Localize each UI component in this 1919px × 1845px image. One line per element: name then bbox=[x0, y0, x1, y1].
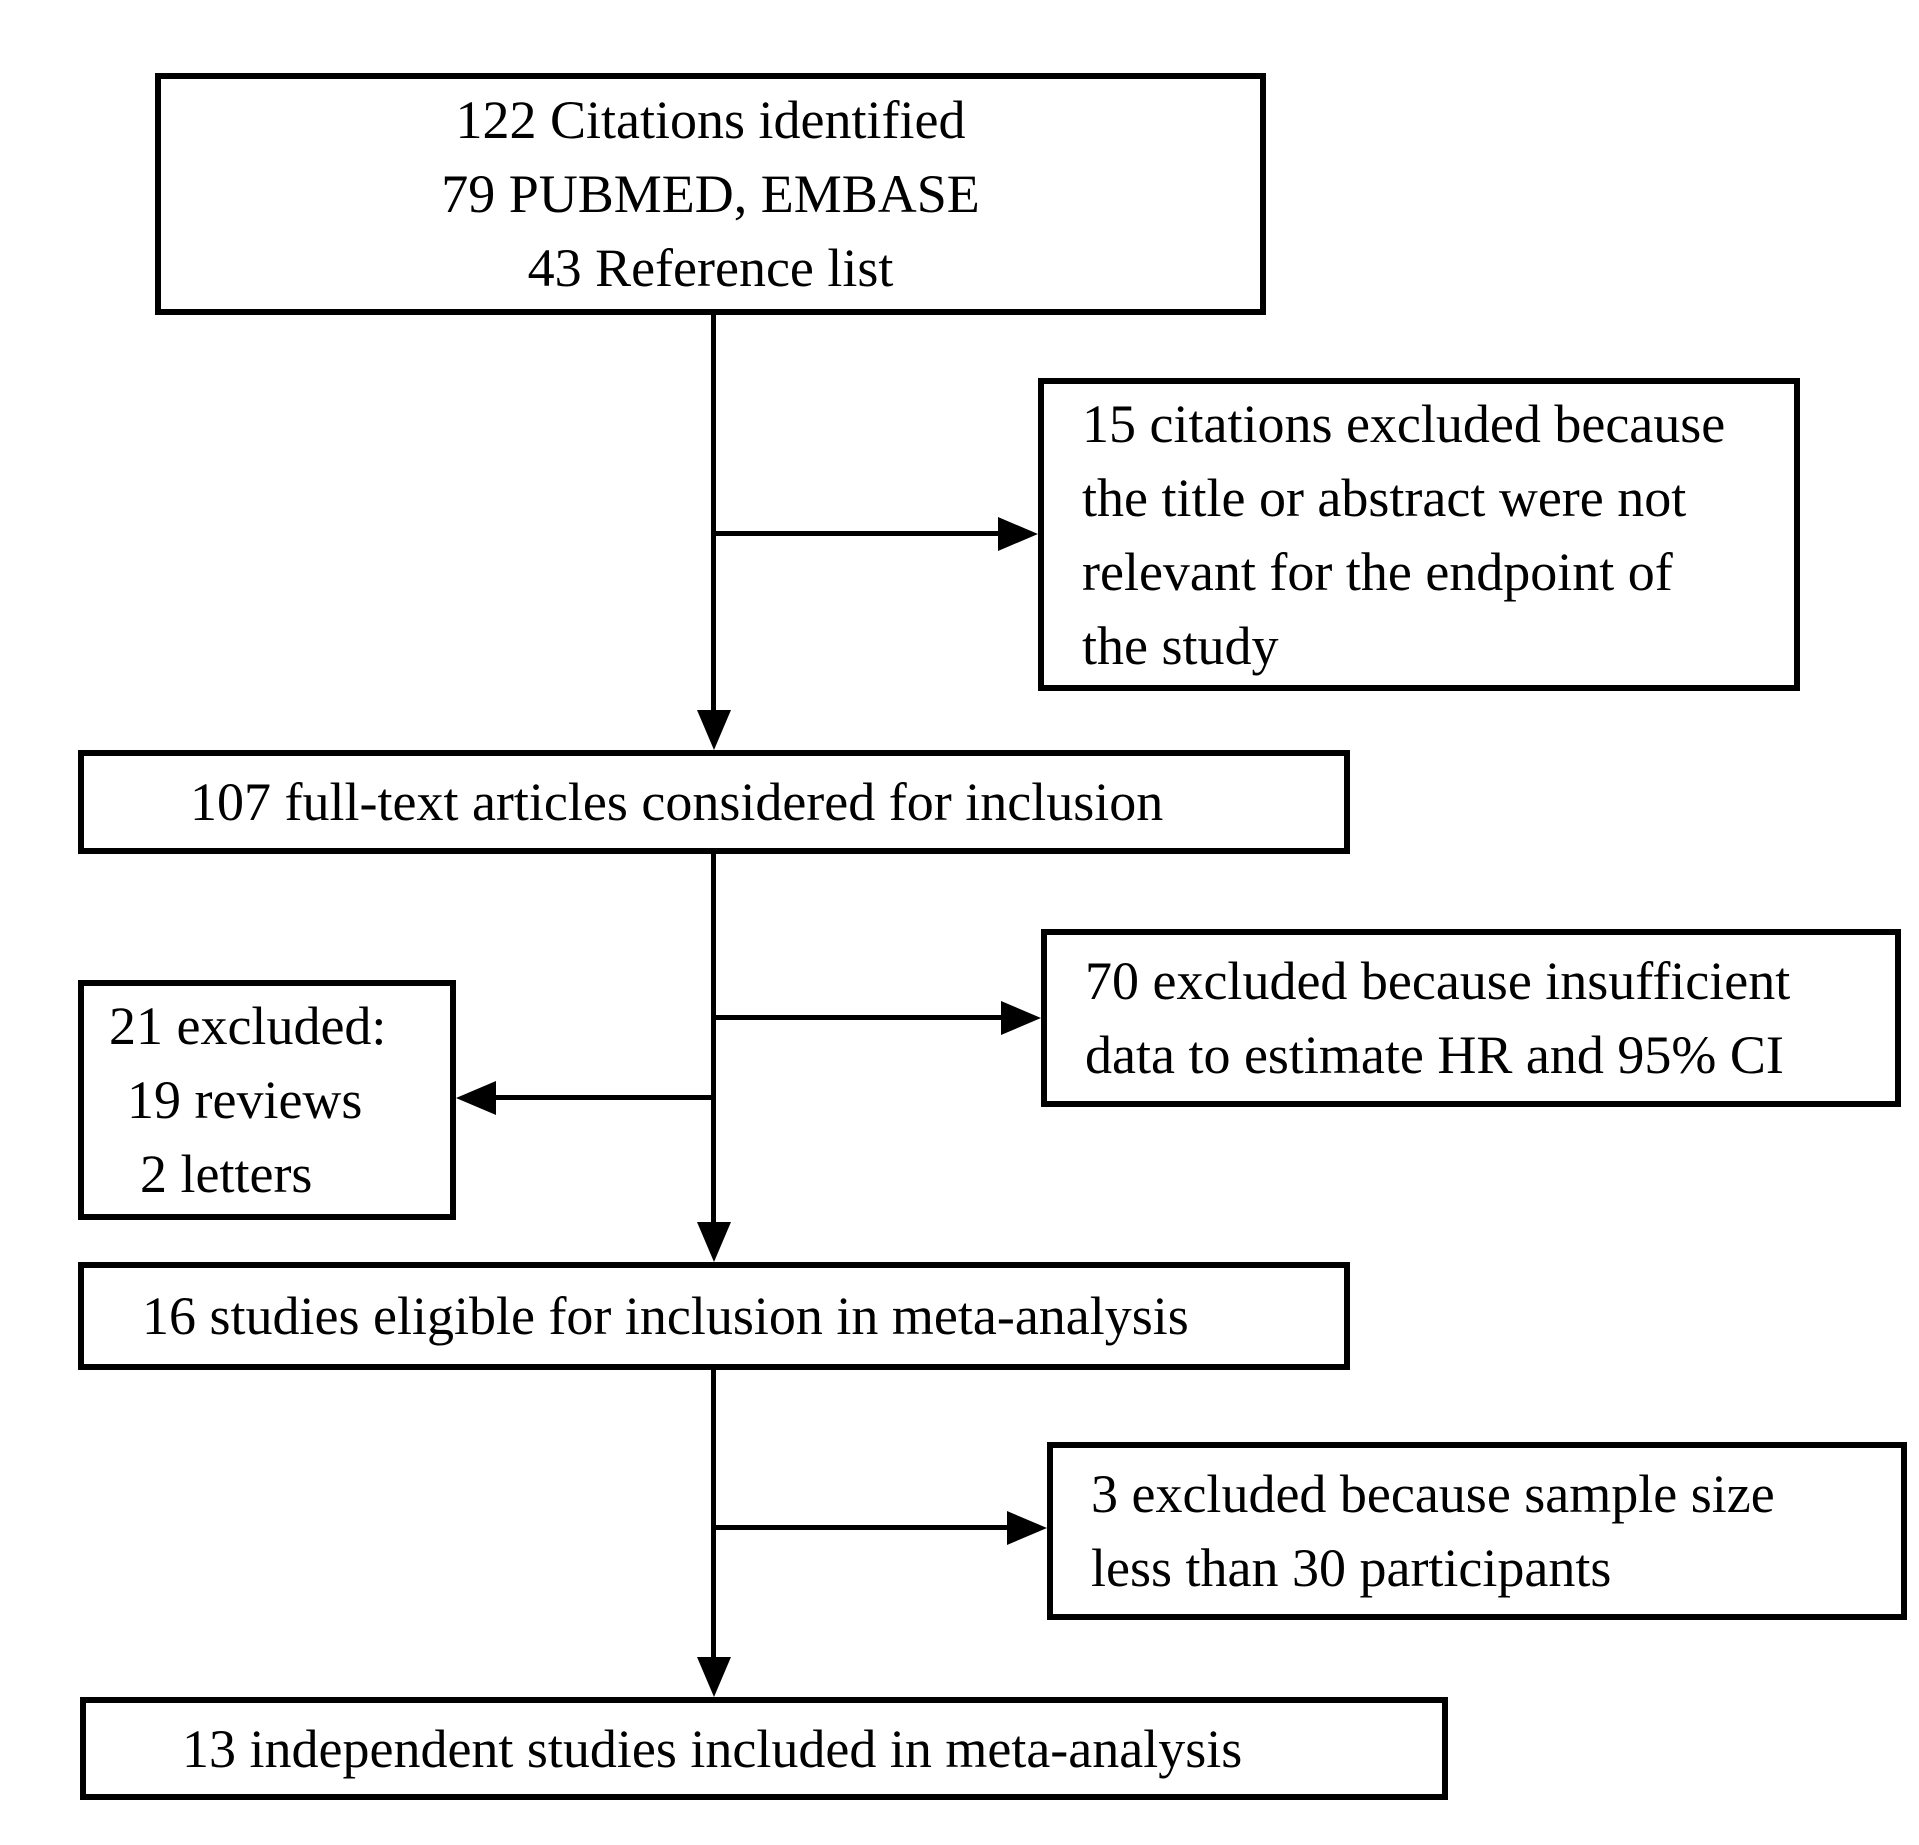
box-eligible-meta-analysis-line: 16 studies eligible for inclusion in met… bbox=[142, 1286, 1189, 1346]
box-excluded-insufficient-data-line: 70 excluded because insufficient bbox=[1085, 951, 1791, 1011]
connector-to-excluded-title-abstract bbox=[711, 531, 1004, 536]
box-excluded-title-abstract-line: the title or abstract were not bbox=[1082, 467, 1687, 528]
connector-fulltext-to-eligible bbox=[711, 854, 716, 1226]
box-excluded-title-abstract-line: relevant for the endpoint of bbox=[1082, 541, 1673, 602]
box-excluded-sample-size: 3 excluded because sample size less than… bbox=[1047, 1442, 1907, 1620]
arrowhead-right-icon bbox=[998, 517, 1038, 551]
box-citations-identified: 122 Citations identified 79 PUBMED, EMBA… bbox=[155, 73, 1266, 315]
box-excluded-insufficient-data-line: data to estimate HR and 95% CI bbox=[1085, 1025, 1784, 1085]
arrowhead-right-icon bbox=[1001, 1001, 1041, 1035]
box-included-meta-analysis-line: 13 independent studies included in meta-… bbox=[182, 1718, 1243, 1779]
box-fulltext-considered-line: 107 full-text articles considered for in… bbox=[190, 772, 1164, 832]
arrowhead-down-icon bbox=[697, 1222, 731, 1262]
box-included-meta-analysis: 13 independent studies included in meta-… bbox=[80, 1697, 1448, 1800]
box-excluded-insufficient-data: 70 excluded because insufficient data to… bbox=[1041, 929, 1901, 1107]
box-excluded-sample-size-line: less than 30 participants bbox=[1091, 1538, 1612, 1598]
arrowhead-down-icon bbox=[697, 710, 731, 750]
box-citations-identified-line: 79 PUBMED, EMBASE bbox=[441, 164, 980, 224]
connector-eligible-to-included bbox=[711, 1370, 716, 1660]
box-citations-identified-line: 122 Citations identified bbox=[455, 90, 966, 150]
box-fulltext-considered: 107 full-text articles considered for in… bbox=[78, 750, 1350, 854]
box-eligible-meta-analysis: 16 studies eligible for inclusion in met… bbox=[78, 1262, 1350, 1370]
connector-to-excluded-reviews-letters bbox=[494, 1095, 716, 1100]
box-excluded-reviews-letters-line: 2 letters bbox=[140, 1144, 313, 1204]
box-excluded-title-abstract-line: the study bbox=[1082, 615, 1279, 676]
connector-to-excluded-sample-size bbox=[711, 1525, 1009, 1530]
arrowhead-left-icon bbox=[456, 1081, 496, 1115]
box-excluded-title-abstract: 15 citations excluded because the title … bbox=[1038, 378, 1800, 691]
connector-citations-to-fulltext bbox=[711, 315, 716, 716]
box-citations-identified-line: 43 Reference list bbox=[527, 238, 894, 298]
box-excluded-title-abstract-line: 15 citations excluded because bbox=[1082, 393, 1726, 454]
box-excluded-reviews-letters: 21 excluded: 19 reviews 2 letters bbox=[78, 980, 456, 1220]
arrowhead-down-icon bbox=[697, 1657, 731, 1697]
arrowhead-right-icon bbox=[1007, 1511, 1047, 1545]
connector-to-excluded-insufficient-data bbox=[711, 1015, 1003, 1020]
box-excluded-sample-size-line: 3 excluded because sample size bbox=[1091, 1464, 1775, 1524]
box-excluded-reviews-letters-line: 21 excluded: bbox=[109, 996, 387, 1056]
box-excluded-reviews-letters-line: 19 reviews bbox=[127, 1070, 363, 1130]
